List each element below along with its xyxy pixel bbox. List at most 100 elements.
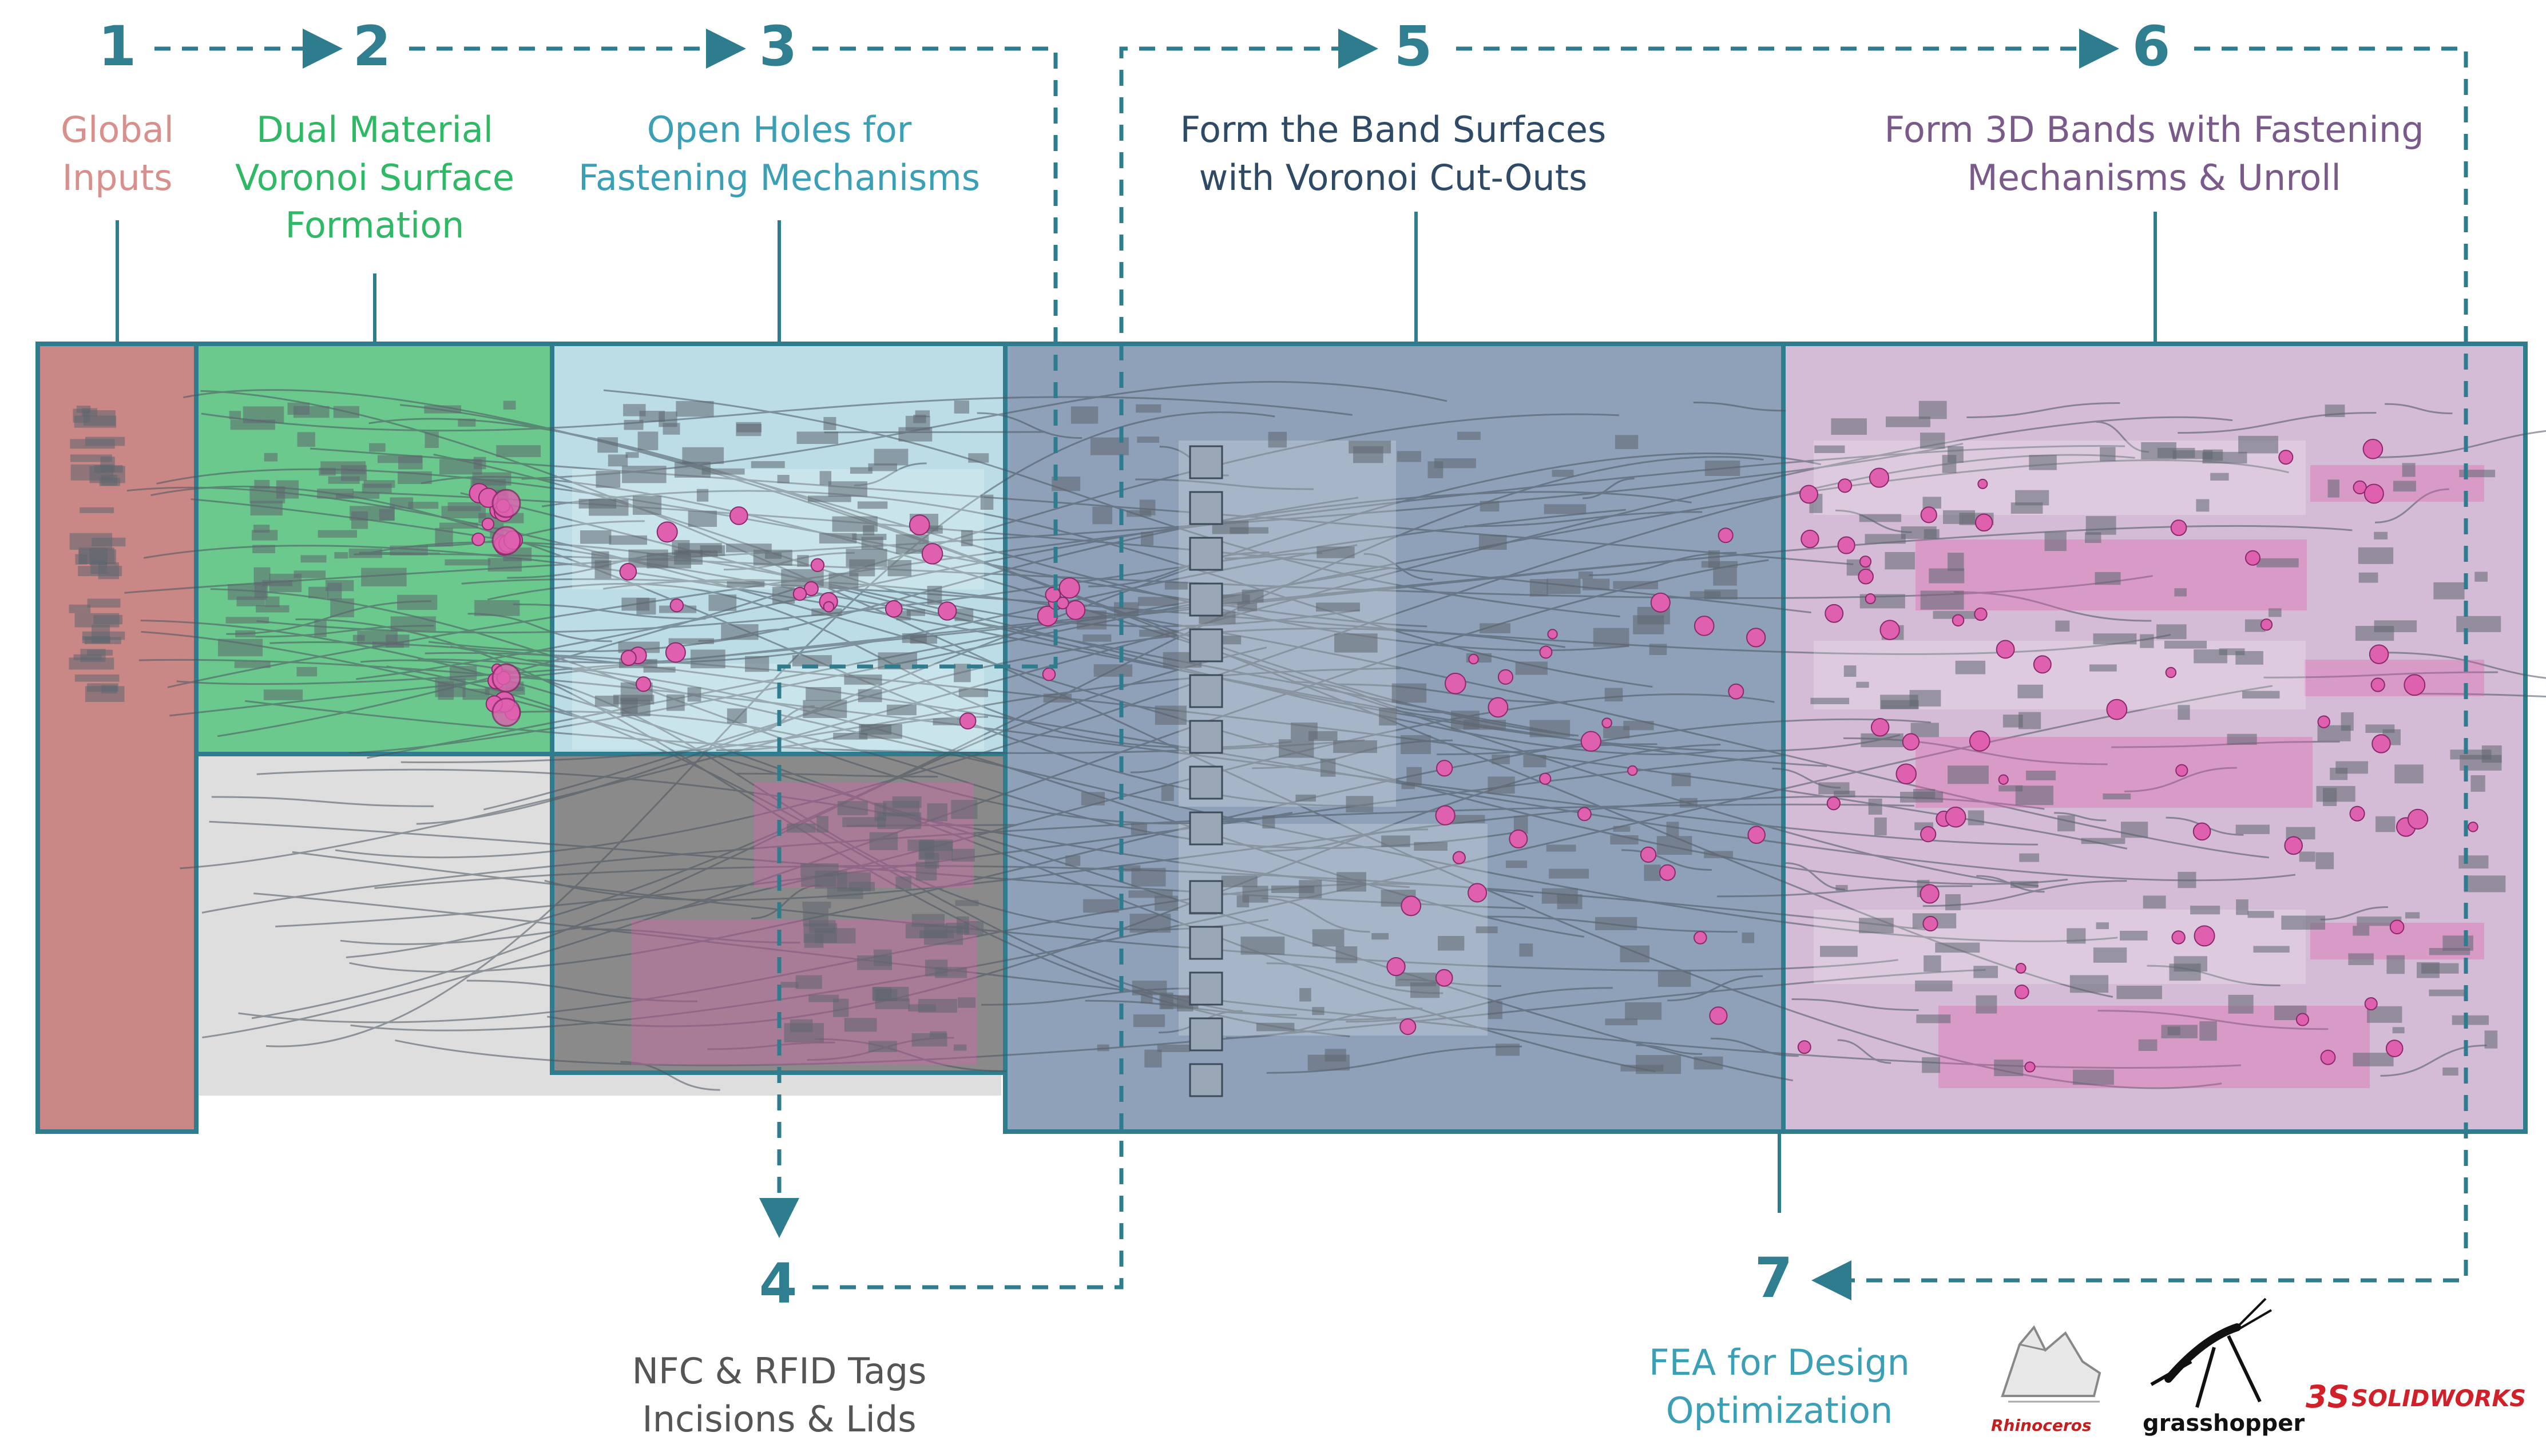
graph-node: [1476, 926, 1498, 934]
wire: [340, 693, 1775, 945]
graph-port: [1879, 620, 1900, 640]
graph-node: [858, 689, 882, 703]
graph-port: [2165, 666, 2177, 679]
graph-node: [1131, 823, 1147, 835]
graph-node: [1924, 529, 1940, 539]
graph-node: [1189, 926, 1223, 960]
graph-node: [1546, 844, 1576, 852]
graph-node: [1694, 1056, 1723, 1070]
graph-node: [441, 506, 486, 518]
wire: [251, 646, 1267, 1019]
graph-node: [308, 586, 328, 598]
graph-port: [1974, 513, 1993, 532]
graph-port: [885, 600, 903, 618]
wire: [491, 711, 1522, 849]
graph-port: [1627, 765, 1638, 776]
graph-node: [1065, 855, 1081, 866]
step-number-4: 4: [759, 1252, 798, 1316]
graph-node: [1401, 735, 1431, 755]
graph-node: [1189, 765, 1223, 800]
graph-node: [594, 560, 612, 579]
graph-port: [491, 526, 521, 556]
graph-node: [1240, 937, 1285, 955]
graph-node: [1505, 860, 1528, 868]
wire: [2097, 1010, 2329, 1030]
graph-port: [491, 663, 521, 693]
graph-node: [445, 559, 491, 566]
wire: [245, 700, 1365, 754]
graph-node: [1043, 693, 1072, 703]
graph-node: [1704, 851, 1734, 859]
graph-port: [2389, 919, 2405, 935]
graph-node: [1427, 461, 1443, 478]
graph-node: [849, 559, 875, 577]
graph-node: [2178, 705, 2190, 720]
graph-node: [1595, 917, 1637, 930]
graph-node: [2010, 880, 2039, 888]
graph-node: [2095, 572, 2121, 585]
graph-port: [2278, 450, 2294, 465]
graph-port: [619, 563, 637, 581]
graph-port: [656, 521, 678, 543]
wire: [1621, 849, 1712, 871]
graph-node: [2392, 1027, 2405, 1034]
graph-node: [1552, 470, 1574, 477]
graph-node: [1874, 817, 1887, 836]
graph-port: [1547, 629, 1558, 640]
graph-node: [2353, 926, 2370, 936]
wire: [349, 718, 1932, 973]
graph-node: [803, 700, 847, 719]
graph-node: [1136, 404, 1161, 413]
graph-node: [263, 689, 303, 700]
graph-node: [1865, 534, 1906, 544]
graph-node: [1155, 705, 1187, 725]
graph-nodes: [69, 400, 2506, 1097]
graph-node: [802, 902, 831, 908]
graph-node: [1463, 720, 1506, 730]
graph-node: [276, 480, 299, 499]
graph-port: [2468, 822, 2478, 832]
graph-port: [2015, 962, 2027, 974]
graph-node: [1114, 602, 1139, 616]
wire: [2385, 403, 2453, 415]
graph-node: [256, 605, 290, 613]
graph-node: [1349, 441, 1391, 454]
graph-port: [1718, 527, 1734, 543]
graph-node: [2316, 785, 2355, 802]
graph-node: [1955, 660, 1986, 675]
graph-node: [2315, 852, 2334, 870]
graph-node: [2017, 684, 2043, 699]
graph-node: [1189, 491, 1223, 525]
graph-port: [2171, 930, 2186, 945]
graph-node: [1933, 610, 1977, 619]
graph-node: [910, 635, 937, 644]
graph-node: [1968, 810, 1984, 826]
graph-node: [1271, 885, 1315, 893]
graph-port: [1042, 667, 1056, 681]
graph-node: [637, 431, 659, 450]
graph-node: [1221, 875, 1258, 887]
graph-node: [78, 549, 117, 565]
step-number-7: 7: [1754, 1246, 1793, 1310]
wire: [1693, 401, 1786, 412]
wire: [169, 554, 1739, 717]
graph-node: [1324, 1049, 1346, 1062]
graph-port: [792, 586, 807, 601]
wire: [1263, 828, 1428, 852]
wire: [292, 851, 1898, 971]
wire: [581, 928, 800, 944]
graph-node: [792, 655, 832, 666]
graph-node: [1831, 418, 1867, 435]
wire: [425, 652, 2128, 850]
graph-node: [808, 495, 851, 502]
wire: [138, 658, 2038, 846]
graph-node: [70, 439, 115, 449]
graph-node: [596, 471, 621, 488]
graph-node: [398, 471, 432, 484]
graph-node: [1480, 623, 1510, 633]
graph-node: [1097, 1044, 1109, 1052]
graph-node: [594, 695, 619, 707]
graph-node: [2348, 953, 2374, 965]
wire: [1667, 975, 1763, 1002]
graph-port: [471, 532, 485, 546]
